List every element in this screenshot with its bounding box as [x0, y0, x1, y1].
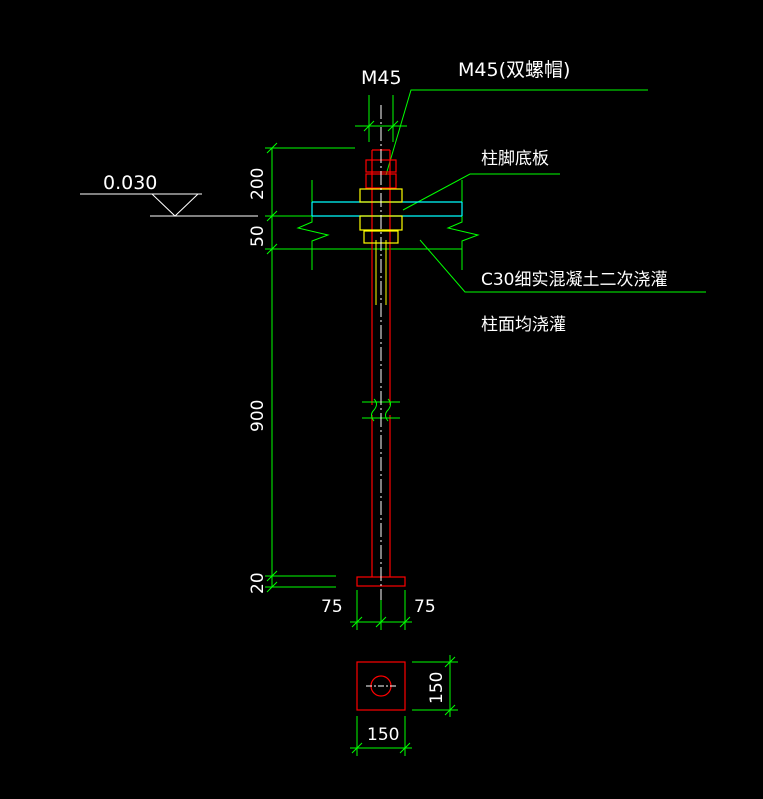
dim-20: 20 [248, 572, 268, 594]
dim-900: 900 [248, 400, 268, 432]
label-m45-dim: M45 [361, 67, 402, 89]
leader-grout [419, 239, 706, 293]
base-plate [311, 201, 463, 217]
dim-75-left: 75 [321, 597, 343, 617]
leader-lines [385, 89, 706, 293]
dimension-m45 [355, 95, 407, 142]
dim-75-right: 75 [414, 597, 436, 617]
dimension-bottom-75 [350, 590, 412, 630]
dim-200: 200 [248, 168, 268, 200]
concrete-break-lines [296, 180, 480, 270]
dim-150-vertical: 150 [427, 672, 447, 704]
plan-view [350, 655, 458, 756]
break-line-right [446, 180, 480, 270]
plan-plate [356, 661, 406, 711]
elevation-marker [80, 193, 258, 217]
label-elevation: 0.030 [103, 172, 157, 194]
leader-m45-double-nut [385, 89, 648, 176]
leader-base-plate [402, 173, 560, 211]
label-grout-line1: C30细实混凝土二次浇灌 [481, 270, 668, 290]
break-line-left [296, 180, 330, 270]
label-m45-double-nut: M45(双螺帽) [458, 59, 570, 81]
dimension-chain-vertical [265, 142, 355, 593]
dim-50: 50 [248, 225, 268, 247]
label-base-plate: 柱脚底板 [481, 149, 549, 169]
label-grout-line2: 柱面均浇灌 [481, 315, 566, 335]
dim-150-horizontal: 150 [367, 725, 399, 745]
